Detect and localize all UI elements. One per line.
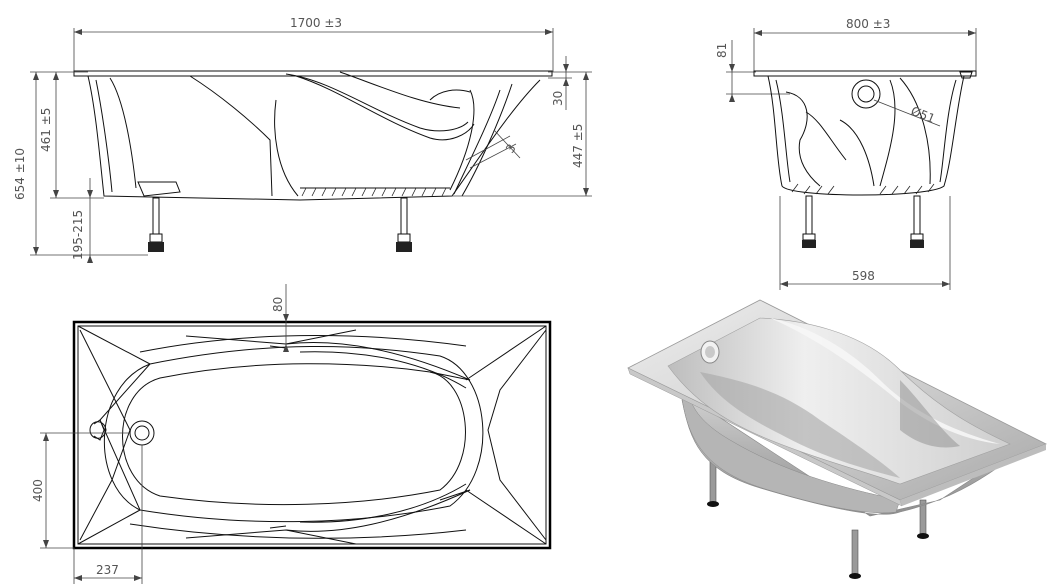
side-length-label: 1700 ±3 xyxy=(290,16,342,30)
front-leg-right xyxy=(910,195,924,248)
side-leg-range-label: 195-215 xyxy=(71,210,85,260)
side-view: 1700 ±3 xyxy=(13,16,592,263)
front-width-label: 800 ±3 xyxy=(846,17,890,31)
bathtub-render xyxy=(627,299,1047,579)
side-leg-left xyxy=(148,197,164,252)
front-leg-span-label: 598 xyxy=(852,269,875,283)
side-total-height-label: 654 ±10 xyxy=(13,148,27,200)
top-offset-label: 80 xyxy=(271,297,285,312)
side-leg-right xyxy=(396,197,412,252)
front-view: 800 ±3 81 Ø51 xyxy=(715,17,977,290)
top-view: 80 400 237 xyxy=(31,284,552,584)
front-leg-left xyxy=(802,195,816,248)
side-body-height-label: 461 ±5 xyxy=(39,108,53,152)
side-inner-height-label: 447 ±5 xyxy=(571,124,585,168)
side-wall-label: 3 xyxy=(503,141,519,155)
side-rim-label: 30 xyxy=(551,91,565,106)
top-drain-span-label: 400 xyxy=(31,479,45,502)
front-rim-label: 81 xyxy=(715,43,729,58)
top-drain-offset-label: 237 xyxy=(96,563,119,577)
